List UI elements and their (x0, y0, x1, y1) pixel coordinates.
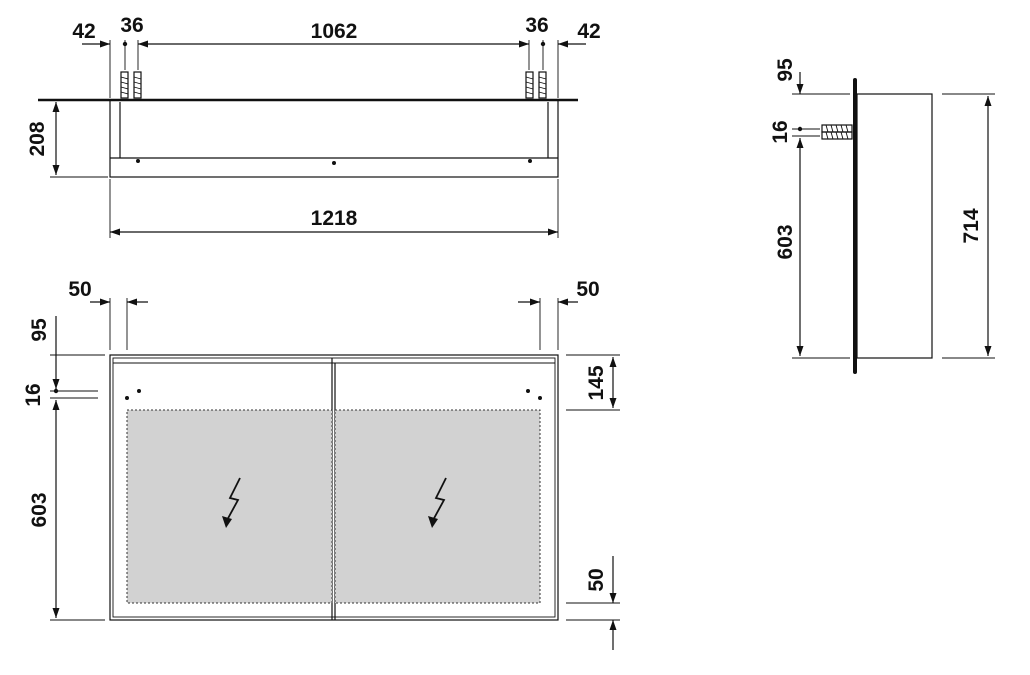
dim-left-edge: 42 (72, 20, 95, 43)
front-view: 50 50 95 16 603 145 50 (22, 278, 620, 650)
dim-depth: 208 (26, 121, 49, 156)
dim-total-height: 714 (960, 208, 983, 243)
side-view: 95 16 603 714 (769, 58, 995, 374)
dim-side-anchor-gap: 16 (769, 120, 792, 143)
dim-front-anchor-gap: 16 (22, 383, 45, 406)
dim-left-anchor: 36 (120, 14, 143, 37)
anchor-right (525, 71, 547, 99)
lightning-icon (428, 477, 447, 528)
dim-side-top-to-anchor: 95 (774, 58, 797, 82)
lightning-icon (222, 477, 241, 528)
dim-left-offset: 50 (68, 278, 91, 301)
dim-anchor-span: 1062 (311, 20, 358, 43)
dim-side-anchor-to-bottom: 603 (774, 224, 797, 259)
cabinet-top-outline (109, 99, 559, 178)
cabinet-front-outline (109, 354, 559, 621)
dim-front-anchor-to-bottom: 603 (28, 492, 51, 527)
dim-top-shelf: 145 (585, 365, 608, 400)
mirror-left (126, 409, 333, 604)
side-anchor (821, 124, 853, 140)
dim-bottom-margin: 50 (585, 568, 608, 591)
dim-total-width: 1218 (311, 207, 358, 230)
dim-right-offset: 50 (576, 278, 599, 301)
cabinet-side-outline (856, 93, 933, 359)
dim-front-top-to-anchor: 95 (28, 318, 51, 342)
dim-right-edge: 42 (577, 20, 600, 43)
dim-right-anchor: 36 (525, 14, 548, 37)
anchor-left (120, 71, 142, 99)
top-view: 42 36 1062 36 42 208 1218 (26, 14, 601, 238)
mirror-right (334, 409, 541, 604)
